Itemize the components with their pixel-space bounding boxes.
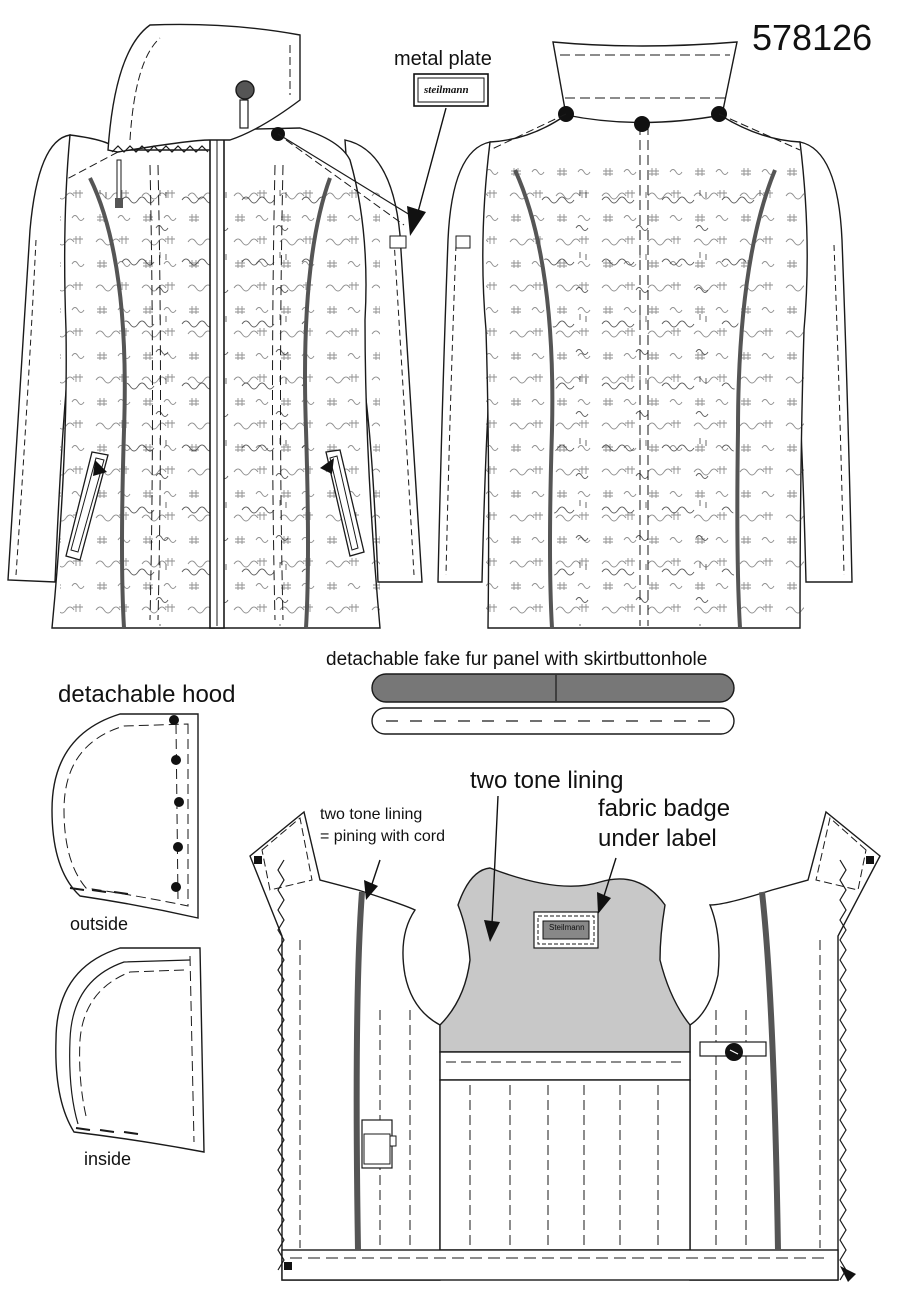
lining-right-front — [689, 810, 881, 1281]
hood-inside — [55, 947, 205, 1153]
badge-label — [542, 920, 590, 940]
front-right-pocket — [325, 449, 365, 557]
lining-back-gray — [439, 867, 691, 1053]
hood-title: detachable hood — [58, 681, 236, 708]
callout-arrows — [364, 795, 617, 942]
badge-brand-text: Steilmann — [549, 923, 585, 932]
lining-view — [249, 810, 881, 1282]
hood-inside-label: inside — [84, 1149, 132, 1169]
back-collar — [552, 41, 738, 124]
hood-outside-label: outside — [70, 914, 129, 934]
badge-label-line2: under label — [598, 825, 717, 852]
plate-brand-text: steilmann — [424, 84, 469, 96]
fur-panel-light — [371, 707, 735, 735]
metal-plate-label: metal plate — [394, 48, 492, 70]
fur-panel-dark — [371, 673, 735, 703]
two-tone-lining-label: two tone lining — [470, 767, 624, 794]
piping-label-line1: two tone lining — [320, 806, 423, 823]
style-number: 578126 — [752, 17, 873, 58]
metal-plate — [413, 73, 489, 107]
front-collar — [107, 23, 301, 153]
front-left-pocket — [65, 451, 109, 561]
inner-phone-pocket — [361, 1119, 393, 1169]
back-view — [437, 41, 853, 629]
fur-panel — [371, 673, 735, 735]
hood-outside — [51, 713, 199, 919]
fur-panel-label: detachable fake fur panel with skirtbutt… — [326, 649, 708, 670]
badge-label-line1: fabric badge — [598, 795, 731, 822]
front-view — [7, 23, 423, 629]
metal-plate-callout — [407, 73, 489, 236]
lining-hem — [281, 1249, 839, 1281]
lining-back-lower — [439, 1051, 691, 1081]
piping-label-line2: = pining with cord — [320, 828, 445, 845]
